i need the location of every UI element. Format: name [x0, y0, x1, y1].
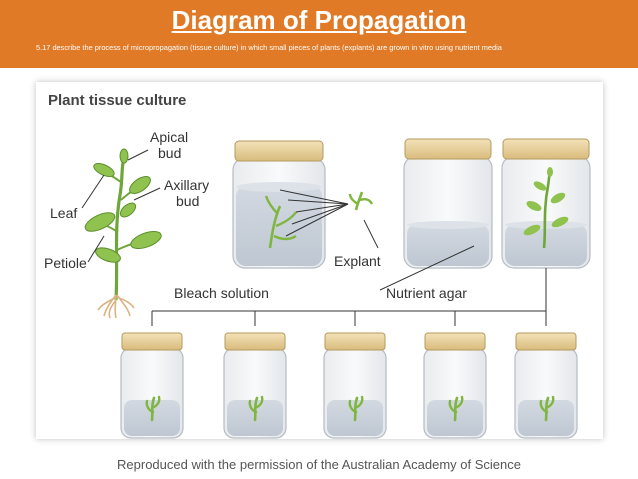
- explant-pointer-lines: [279, 189, 349, 237]
- agar-jar-empty: [403, 138, 493, 269]
- culture-jar-4: [423, 332, 487, 439]
- culture-jar-2: [223, 332, 287, 439]
- label-nutrient-agar: Nutrient agar: [386, 285, 467, 301]
- culture-jar-5: [514, 332, 578, 439]
- page-subtitle: 5.17 describe the process of micropropag…: [36, 43, 502, 52]
- agar-leader-line: [379, 245, 475, 291]
- distribution-lines: [151, 268, 547, 326]
- label-petiole: Petiole: [44, 255, 87, 271]
- plant-leader-lines: [81, 149, 161, 263]
- explant-leader-line: [363, 219, 379, 249]
- culture-jar-1: [120, 332, 184, 439]
- credit-line: Reproduced with the permission of the Au…: [117, 457, 521, 472]
- label-leaf: Leaf: [50, 205, 77, 221]
- explant-sprout: [348, 191, 374, 211]
- bleach-jar: [232, 140, 326, 269]
- culture-jar-3: [323, 332, 387, 439]
- title-banner: Diagram of Propagation 5.17 describe the…: [0, 0, 638, 68]
- label-apical-bud-2: bud: [158, 145, 181, 161]
- source-plant: [84, 148, 162, 319]
- label-axillary-bud-2: bud: [176, 193, 199, 209]
- label-axillary-bud-1: Axillary: [164, 177, 209, 193]
- agar-jar-grown: [501, 138, 591, 269]
- page-title: Diagram of Propagation: [171, 5, 467, 35]
- label-apical-bud-1: Apical: [150, 129, 188, 145]
- diagram-title: Plant tissue culture: [48, 92, 187, 109]
- label-bleach-solution: Bleach solution: [174, 285, 269, 301]
- label-explant: Explant: [334, 253, 381, 269]
